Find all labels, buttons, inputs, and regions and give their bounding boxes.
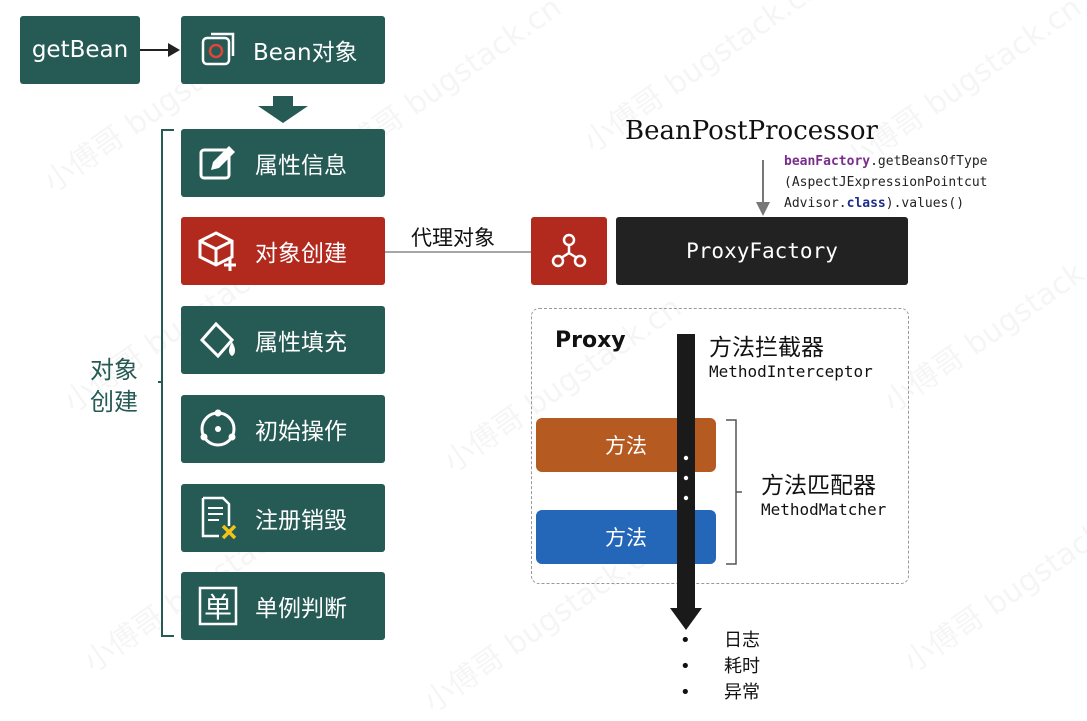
flow-arrow-down — [670, 334, 702, 630]
code-text: .getBeansOfType — [870, 154, 988, 169]
group-label-line1: 对象 — [90, 356, 138, 384]
step-init-operation: 初始操作 — [181, 395, 385, 463]
bean-object-box: Bean对象 — [181, 16, 385, 84]
single-char-icon: 单 — [195, 583, 241, 629]
list-item: •日志 — [680, 630, 760, 651]
matcher-en: MethodMatcher — [761, 500, 887, 519]
code-snippet: beanFactory.getBeansOfType (AspectJExpre… — [784, 151, 988, 214]
code-text: Advisor. — [784, 196, 847, 211]
code-keyword: beanFactory — [784, 154, 871, 169]
bean-post-processor-title: BeanPostProcessor — [625, 116, 878, 146]
paint-bucket-icon — [195, 317, 241, 363]
code-keyword: class — [846, 196, 886, 211]
list-item: •耗时 — [680, 656, 760, 677]
proxy-factory-label: ProxyFactory — [686, 239, 838, 263]
network-nodes-icon — [551, 233, 587, 268]
group-label-line2: 创建 — [90, 388, 138, 416]
step-object-create: 对象创建 — [181, 217, 385, 285]
group-label: 对象 创建 — [84, 354, 144, 418]
step-register-destroy: 注册销毁 — [181, 484, 385, 552]
step-property-info: 属性信息 — [181, 129, 385, 197]
output-item-time: 耗时 — [724, 656, 760, 677]
bean-object-label: Bean对象 — [253, 40, 358, 66]
proxy-icon-box — [531, 217, 607, 285]
interceptor-cn: 方法拦截器 — [709, 335, 824, 361]
proxy-factory-box: ProxyFactory — [616, 217, 908, 285]
step-label: 属性信息 — [255, 153, 347, 179]
step-label: 单例判断 — [255, 596, 347, 622]
output-list: •日志 •耗时 •异常 — [680, 628, 760, 706]
proxy-link-label: 代理对象 — [411, 226, 495, 250]
proxy-title: Proxy — [555, 328, 626, 353]
matcher-bracket — [726, 419, 742, 565]
step-singleton-check: 单 单例判断 — [181, 572, 385, 640]
processor-arrow — [756, 160, 770, 216]
svg-text:单: 单 — [204, 591, 232, 624]
arrow-down-icon — [258, 96, 308, 123]
proxy-link-line — [385, 251, 531, 253]
step-label: 注册销毁 — [255, 508, 347, 534]
code-text: ).values() — [885, 196, 965, 211]
matcher-cn: 方法匹配器 — [761, 473, 876, 499]
interceptor-en: MethodInterceptor — [709, 362, 873, 381]
circle-dots-icon — [195, 406, 241, 452]
bean-refresh-icon — [201, 32, 235, 66]
arrow-right-icon — [140, 43, 180, 57]
watermark-text: 小傅哥 bugstack.cn — [893, 483, 1087, 680]
get-bean-label: getBean — [31, 37, 129, 63]
edit-icon — [195, 140, 241, 186]
step-label: 对象创建 — [255, 241, 347, 267]
code-text: (AspectJExpressionPointcut — [784, 175, 988, 190]
cube-plus-icon — [195, 228, 241, 274]
step-label: 初始操作 — [255, 419, 347, 445]
list-item: •异常 — [680, 682, 760, 703]
proxy-container — [531, 308, 909, 584]
document-x-icon — [195, 495, 241, 541]
group-bracket — [158, 129, 174, 637]
get-bean-box: getBean — [20, 16, 140, 84]
step-property-fill: 属性填充 — [181, 306, 385, 374]
output-item-log: 日志 — [724, 630, 760, 651]
step-label: 属性填充 — [255, 330, 347, 356]
output-item-exception: 异常 — [724, 682, 760, 703]
